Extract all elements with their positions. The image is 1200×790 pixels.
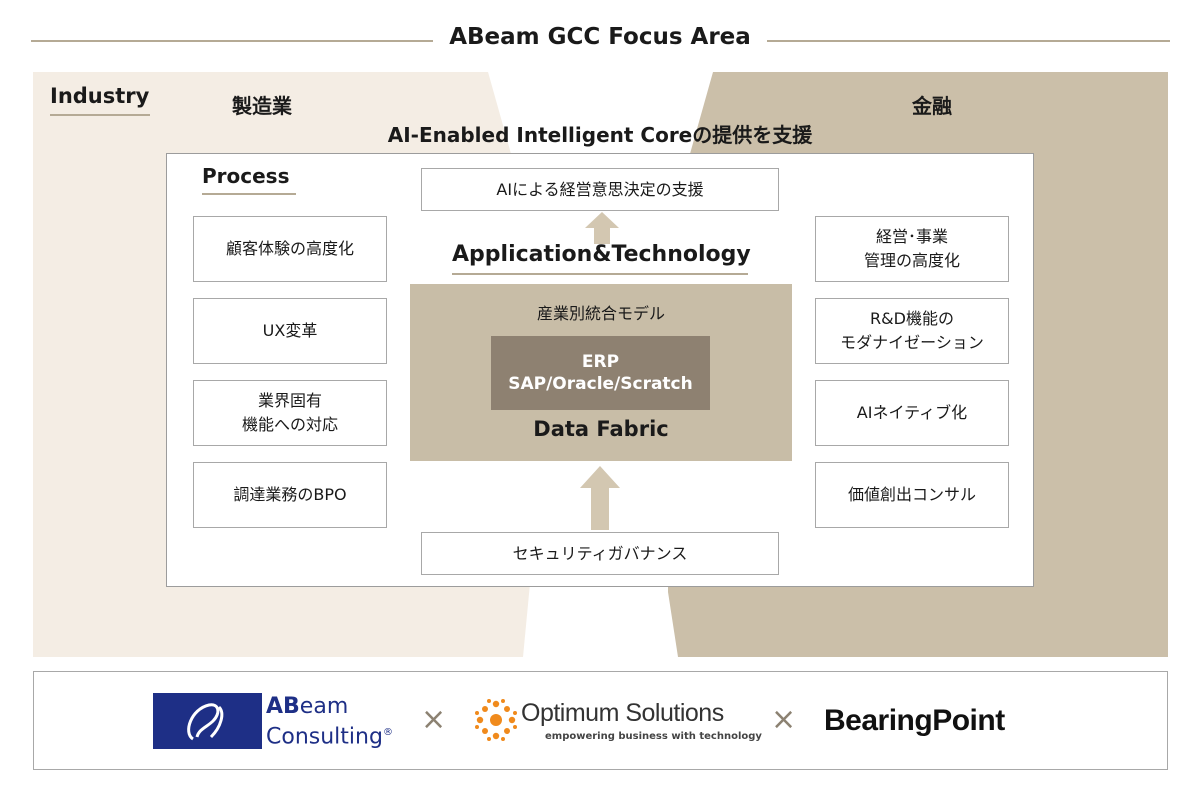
up-arrow-top <box>585 212 619 244</box>
process-label: Process <box>202 164 296 195</box>
process-right-item: 経営･事業 管理の高度化 <box>815 216 1009 282</box>
times-separator-1: × <box>421 702 447 737</box>
page-title-text: ABeam GCC Focus Area <box>433 24 767 50</box>
process-right-item: R&D機能の モダナイゼーション <box>815 298 1009 364</box>
process-right-item: AIネイティブ化 <box>815 380 1009 446</box>
title-rule-left <box>31 40 461 42</box>
abeam-swirl-icon <box>187 703 224 741</box>
process-left-item: 業界固有 機能への対応 <box>193 380 387 446</box>
up-arrow-top-shape <box>585 212 619 244</box>
abeam-logo-icon <box>153 693 262 749</box>
optimum-sun-icon <box>475 699 517 741</box>
industry-manufacturing: 製造業 <box>232 94 292 118</box>
application-technology-label: Application&Technology <box>452 242 751 275</box>
industry-model-label: 産業別統合モデル <box>536 304 665 323</box>
process-left-item: UX変革 <box>193 298 387 364</box>
title-rule-right <box>740 40 1170 42</box>
up-arrow-bottom-shape <box>580 466 620 530</box>
erp-title: ERP <box>581 352 620 372</box>
process-left-item: 調達業務のBPO <box>193 462 387 528</box>
industry-finance: 金融 <box>912 94 952 118</box>
optimum-tagline: empowering business with technology <box>545 731 762 742</box>
optimum-solutions-wordmark: Optimum Solutions <box>521 699 724 727</box>
abeam-wordmark-line1: ABeam <box>266 694 349 719</box>
page-title: ABeam GCC Focus Area <box>0 24 1200 50</box>
data-fabric-label: Data Fabric <box>533 417 669 441</box>
erp-platforms: SAP/Oracle/Scratch <box>508 374 693 394</box>
times-separator-2: × <box>771 702 797 737</box>
ai-decision-box: AIによる経営意思決定の支援 <box>421 168 779 211</box>
bearingpoint-wordmark: BearingPoint <box>824 704 1005 737</box>
process-left-item: 顧客体験の高度化 <box>193 216 387 282</box>
up-arrow-bottom <box>580 466 620 530</box>
abeam-wordmark-line2: Consulting® <box>266 724 393 750</box>
diagram-subtitle: AI-Enabled Intelligent Coreの提供を支援 <box>387 123 813 147</box>
industry-label: Industry <box>50 84 150 116</box>
process-right-item: 価値創出コンサル <box>815 462 1009 528</box>
erp-block: ERP SAP/Oracle/Scratch <box>491 336 710 410</box>
security-governance-box: セキュリティガバナンス <box>421 532 779 575</box>
